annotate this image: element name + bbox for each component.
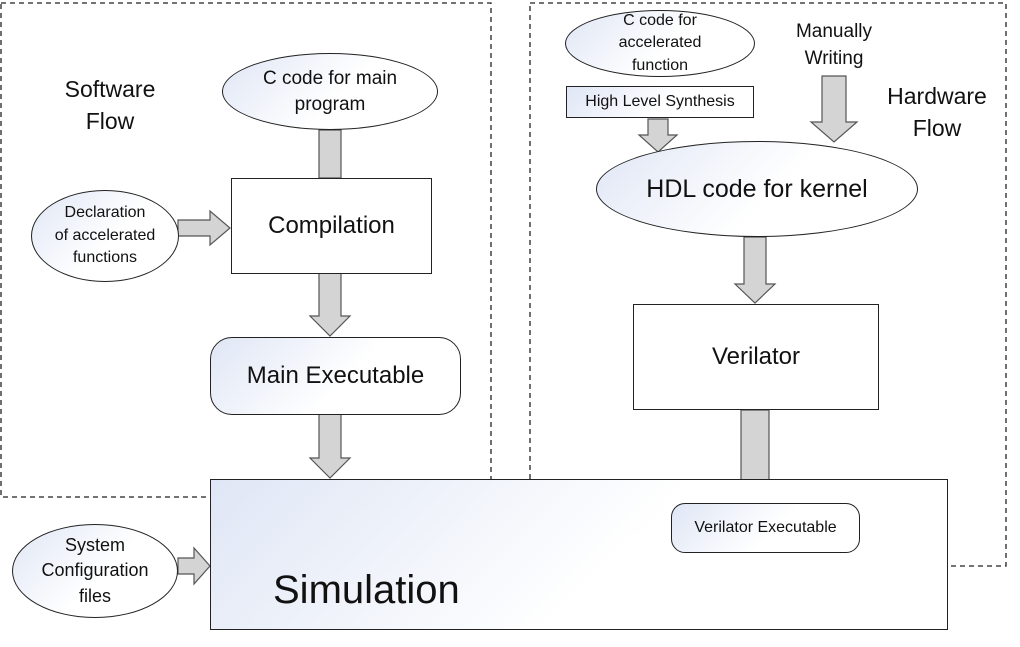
arrow-hls-to-hdl: [637, 118, 679, 153]
software-flow-label: Software Flow: [64, 76, 156, 135]
arrow-hdl-to-verilator: [733, 236, 777, 304]
compilation-label: Compilation: [268, 212, 395, 239]
main-exec-box: Main Executable: [210, 337, 461, 415]
arrow-cmain-to-compilation: [318, 129, 342, 179]
hls-box: High Level Synthesis: [566, 86, 754, 118]
simulation-label: Simulation: [273, 568, 460, 612]
simulation-box: Simulation: [210, 479, 948, 630]
hls-label: High Level Synthesis: [585, 93, 735, 110]
arrow-manual-to-hdl: [809, 75, 859, 143]
arrow-sysconfig-to-simulation: [177, 546, 211, 586]
arrow-declaration-to-compilation: [177, 209, 231, 247]
verilator-box: Verilator: [633, 304, 879, 410]
manual-label: Manually Writing: [795, 21, 873, 69]
main-exec-label: Main Executable: [246, 362, 425, 389]
sys-config-label: System Configuration files: [41, 535, 149, 606]
compilation-box: Compilation: [231, 178, 432, 274]
arrow-compilation-to-main-exec: [308, 272, 352, 337]
verilator-exec-box: Verilator Executable: [671, 503, 860, 553]
declaration-oval: Declaration of accelerated functions: [31, 190, 179, 282]
declaration-label: Declaration of accelerated functions: [54, 204, 156, 267]
arrow-main-exec-to-simulation: [308, 413, 352, 479]
hardware-flow-region: [529, 2, 1007, 567]
c-accel-label: C code for accelerated function: [618, 11, 702, 74]
verilator-exec-label: Verilator Executable: [694, 519, 837, 536]
verilator-label: Verilator: [711, 343, 801, 370]
hdl-oval: HDL code for kernel: [596, 141, 918, 237]
hardware-flow-label: Hardware Flow: [887, 83, 987, 142]
sys-config-oval: System Configuration files: [12, 524, 178, 618]
c-accel-oval: C code for accelerated function: [565, 10, 755, 77]
c-main-oval: C code for main program: [222, 53, 438, 130]
c-main-label: C code for main program: [262, 67, 398, 115]
hdl-label: HDL code for kernel: [646, 174, 868, 203]
